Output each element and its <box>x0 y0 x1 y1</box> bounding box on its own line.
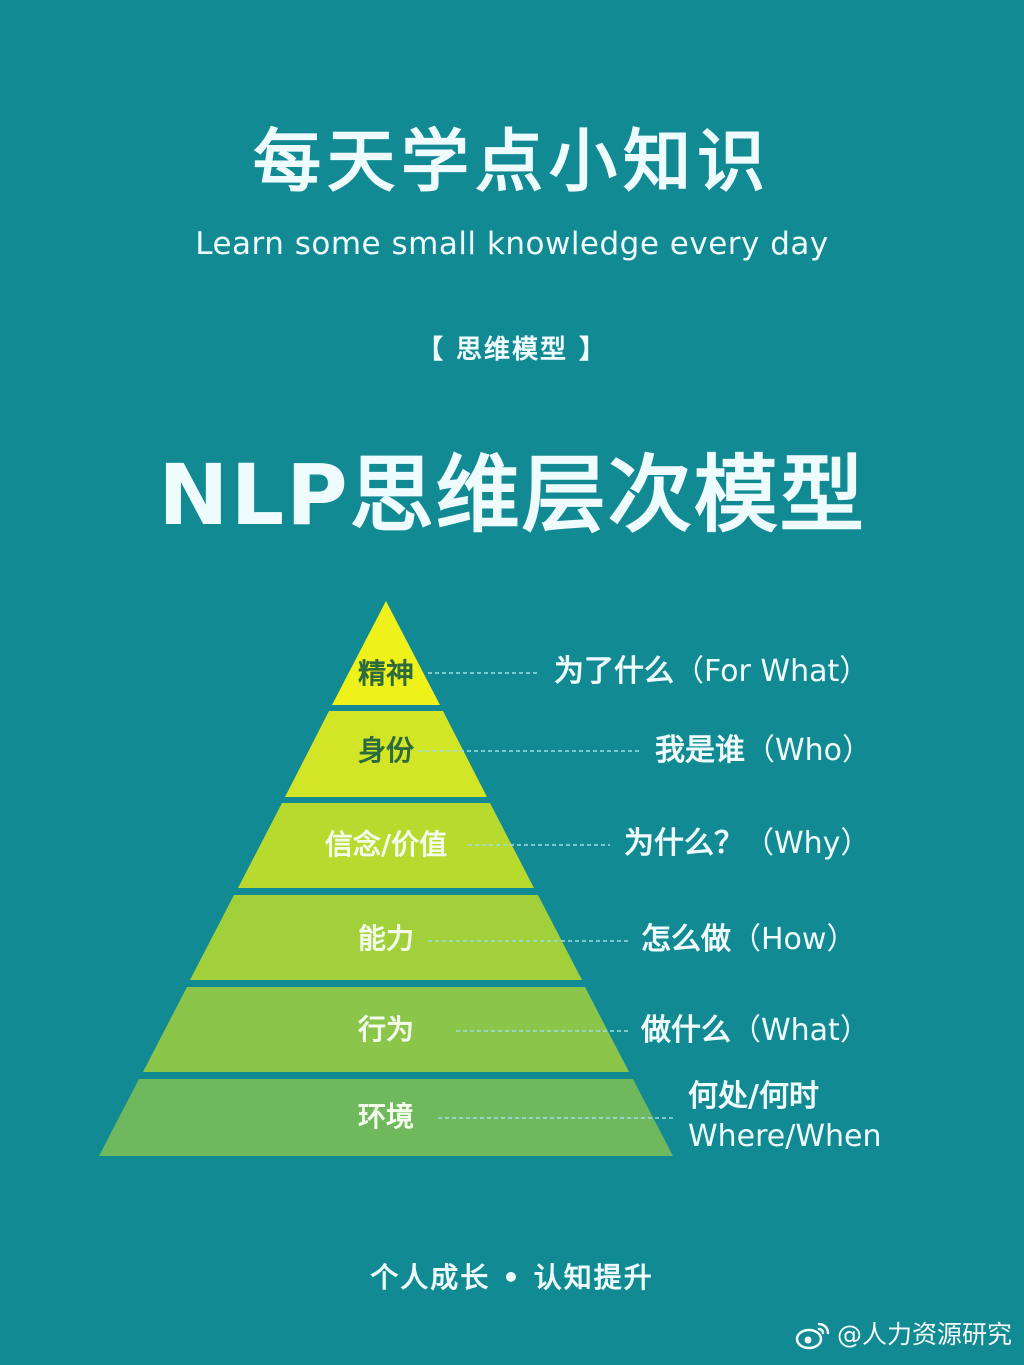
footer-slogan: 个人成长 • 认知提升 <box>370 1261 654 1294</box>
question-cn: 为什么？ <box>624 826 744 861</box>
level-question-1: 为了什么（For What） <box>554 652 869 692</box>
pyramid-level-2 <box>285 711 487 797</box>
pyramid-level-6 <box>99 1079 673 1156</box>
question-en: （How） <box>731 922 857 957</box>
question-cn: 为了什么 <box>554 654 674 689</box>
question-cn: 何处/何时 <box>688 1079 819 1114</box>
level-label-spirit: 精神 <box>357 657 414 690</box>
daily-subtitle: Learn some small knowledge every day <box>195 226 829 262</box>
weibo-icon <box>795 1322 830 1350</box>
level-label-environment: 环境 <box>357 1100 414 1133</box>
level-question-4: 怎么做（How） <box>641 920 856 960</box>
pyramid-level-5 <box>143 987 629 1072</box>
level-label-capability: 能力 <box>357 922 414 955</box>
level-question-3: 为什么？（Why） <box>624 824 870 864</box>
question-en: （What） <box>731 1013 870 1048</box>
watermark-text: @人力资源研究 <box>836 1320 1012 1349</box>
question-cn: 我是谁 <box>655 733 745 768</box>
category-tag: 【 思维模型 】 <box>416 335 608 365</box>
question-en: （For What） <box>674 654 870 689</box>
pyramid-level-3 <box>238 803 534 888</box>
pyramid-level-4 <box>190 895 582 980</box>
question-en: （Who） <box>745 733 873 768</box>
question-cn: 做什么 <box>641 1013 731 1048</box>
pyramid-level-1 <box>332 601 440 705</box>
level-question-6: 何处/何时 Where/When <box>688 1077 882 1157</box>
daily-title: 每天学点小知识 <box>252 123 771 202</box>
level-label-beliefs-values: 信念/价值 <box>324 828 448 861</box>
level-question-5: 做什么（What） <box>641 1011 870 1051</box>
level-label-behavior: 行为 <box>357 1013 414 1046</box>
main-title: NLP思维层次模型 <box>158 446 866 544</box>
level-label-identity: 身份 <box>357 734 414 767</box>
watermark: @人力资源研究 <box>795 1318 1012 1352</box>
question-cn: 怎么做 <box>641 922 731 957</box>
question-en: Where/When <box>688 1119 882 1154</box>
question-en: （Why） <box>744 826 871 861</box>
level-question-2: 我是谁（Who） <box>655 731 872 771</box>
